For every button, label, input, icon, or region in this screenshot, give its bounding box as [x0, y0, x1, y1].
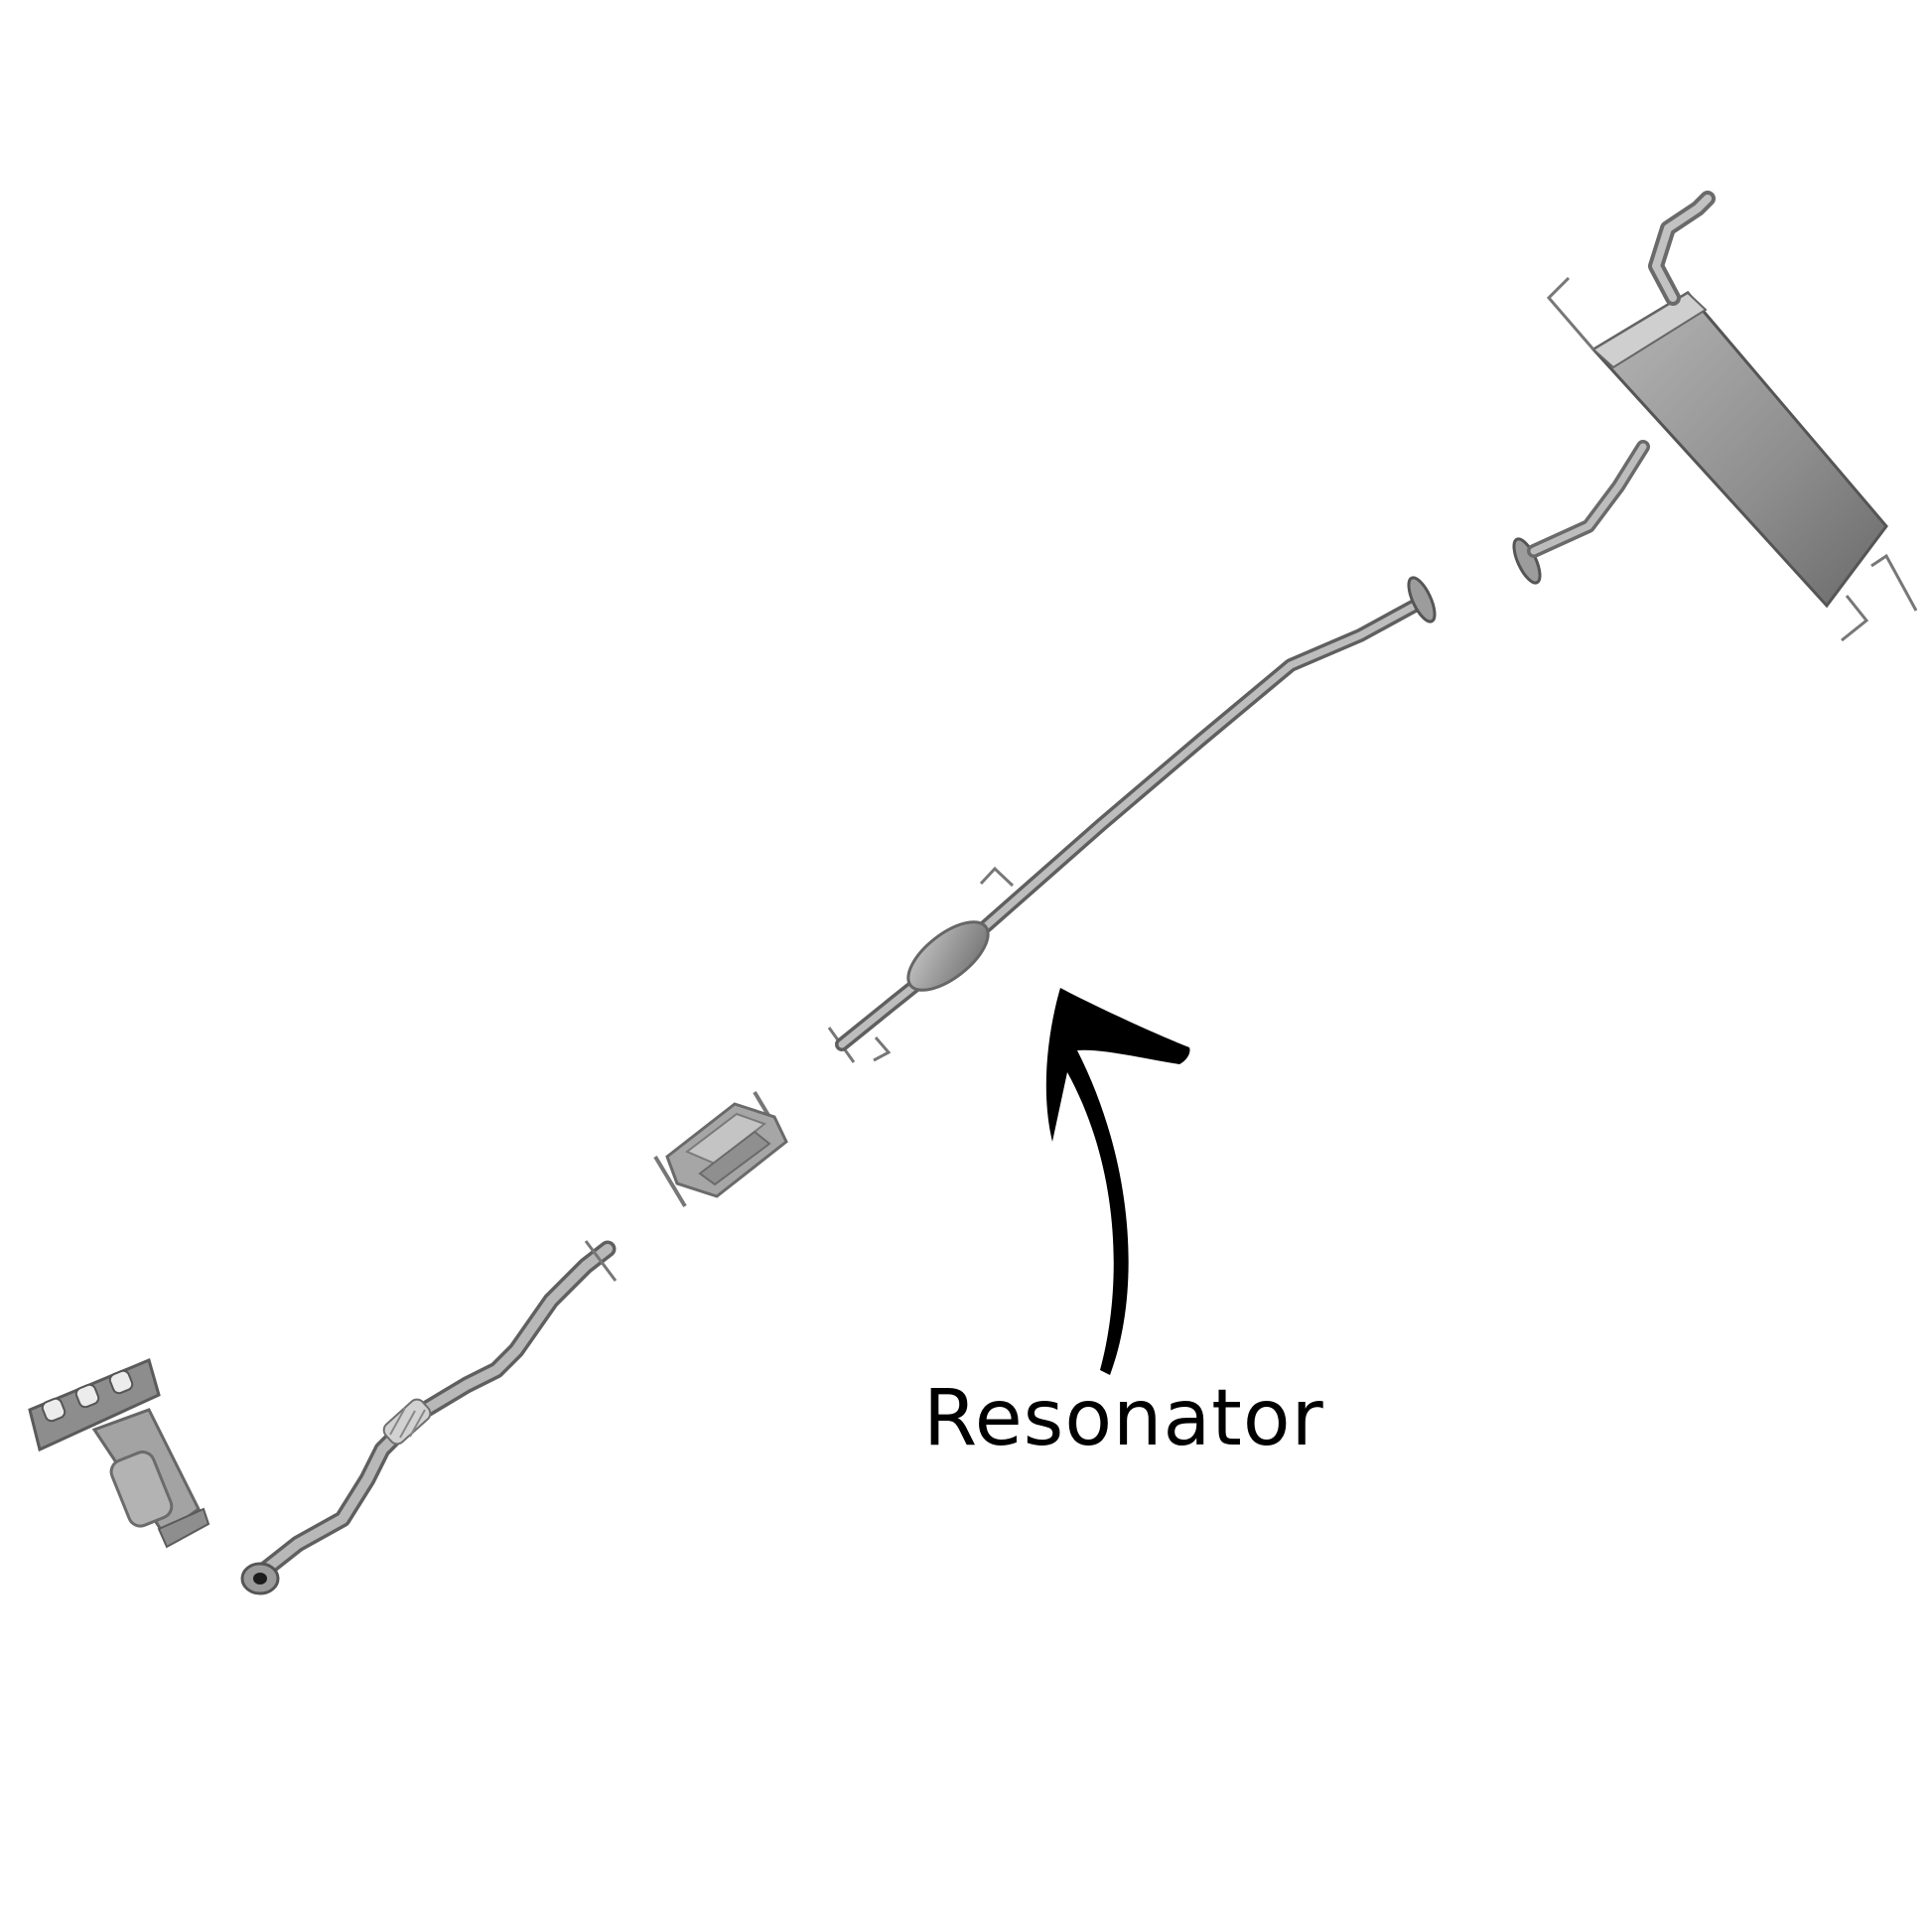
resonator-label: Resonator [923, 1374, 1324, 1463]
front-pipe [240, 1240, 618, 1595]
flex-pipe-section [382, 1398, 432, 1446]
resonator [906, 920, 990, 992]
pipe-hanger-bracket [873, 866, 1015, 1062]
callout-arrow [1045, 988, 1190, 1375]
rear-muffler [1512, 191, 1918, 642]
muffler-hanger-bracket [1546, 276, 1918, 642]
intermediate-pipe [827, 576, 1437, 1063]
inlet-flange [240, 1562, 280, 1595]
outlet-flange [1407, 576, 1437, 623]
exhaust-manifold [28, 1357, 210, 1549]
catalytic-converter [653, 1090, 788, 1208]
